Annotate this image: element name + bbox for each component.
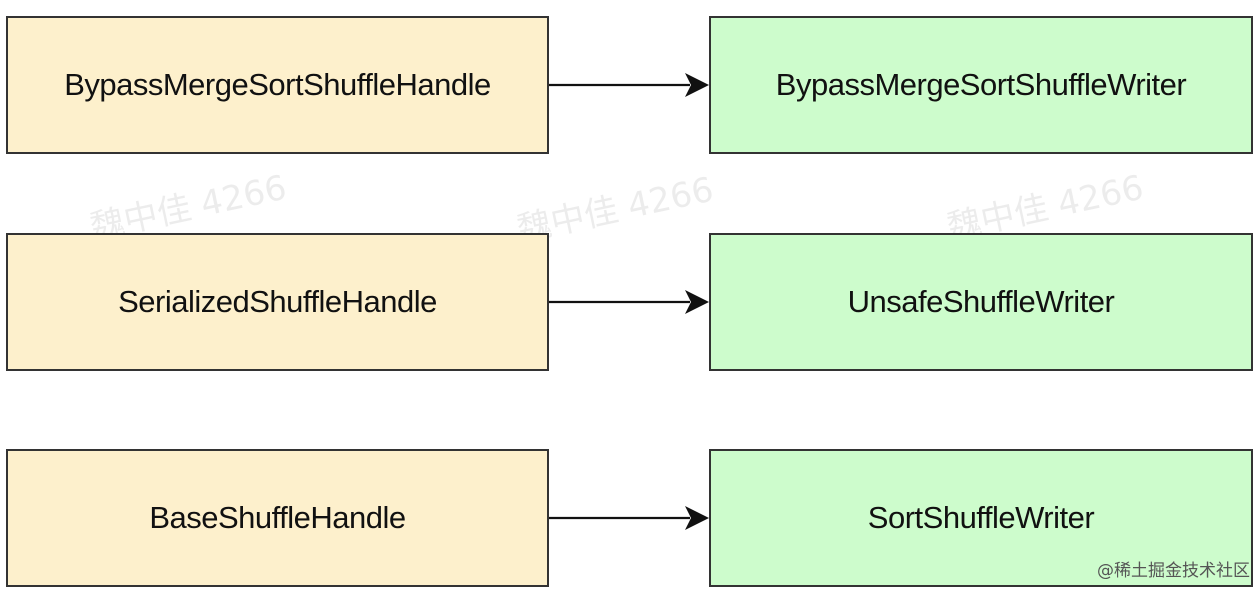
writer-label: SortShuffleWriter [867, 500, 1095, 535]
handle-label: BypassMergeSortShuffleHandle [64, 67, 491, 102]
handle-box-serialized: SerializedShuffleHandle [6, 233, 549, 371]
arrow-head-icon [685, 290, 709, 314]
arrow-head-icon [685, 73, 709, 97]
writer-box-sort: SortShuffleWriter [709, 449, 1253, 587]
writer-box-bypass-merge-sort: BypassMergeSortShuffleWriter [709, 16, 1253, 154]
handle-label: BaseShuffleHandle [149, 500, 406, 535]
arrow-row-2 [549, 290, 709, 314]
writer-label: UnsafeShuffleWriter [847, 284, 1115, 319]
writer-label: BypassMergeSortShuffleWriter [775, 67, 1187, 102]
handle-box-base: BaseShuffleHandle [6, 449, 549, 587]
arrow-head-icon [685, 506, 709, 530]
site-watermark: @稀土掘金技术社区 [1097, 561, 1250, 581]
handle-label: SerializedShuffleHandle [118, 284, 437, 319]
arrow-row-1 [549, 73, 709, 97]
arrow-row-3 [549, 506, 709, 530]
handle-box-bypass-merge-sort: BypassMergeSortShuffleHandle [6, 16, 549, 154]
writer-box-unsafe: UnsafeShuffleWriter [709, 233, 1253, 371]
